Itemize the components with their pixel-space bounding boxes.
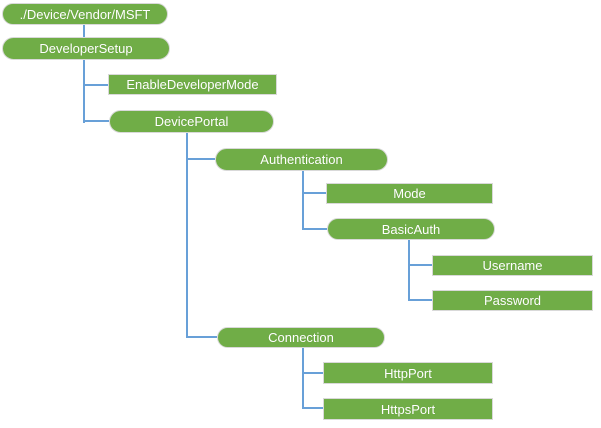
- tree-node-label: BasicAuth: [381, 221, 441, 237]
- tree-node-label: HttpsPort: [380, 401, 436, 417]
- connector-segment: [302, 192, 326, 194]
- tree-node-password: Password: [432, 290, 593, 311]
- tree-node-label: Username: [482, 258, 543, 273]
- connector-segment: [408, 240, 410, 301]
- tree-node-developersetup: DeveloperSetup: [2, 37, 170, 60]
- tree-node-label: Connection: [268, 330, 334, 345]
- tree-node-httpport: HttpPort: [323, 362, 493, 384]
- connector-segment: [186, 133, 188, 338]
- tree-node-authentication: Authentication: [215, 148, 388, 171]
- connector-segment: [186, 336, 217, 338]
- tree-node-label: Password: [483, 293, 542, 308]
- tree-node-msft: ./Device/Vendor/MSFT: [2, 3, 168, 25]
- tree-node-username: Username: [432, 255, 593, 276]
- connector-segment: [302, 228, 327, 230]
- connector-segment: [302, 171, 304, 230]
- tree-node-label: Mode: [393, 186, 426, 201]
- connector-segment: [83, 120, 109, 122]
- connector-segment: [83, 25, 85, 37]
- tree-node-deviceportal: DevicePortal: [109, 110, 274, 133]
- tree-node-label: Authentication: [260, 152, 343, 167]
- connector-segment: [408, 264, 432, 266]
- connector-segment: [83, 84, 108, 86]
- connector-segment: [302, 372, 323, 374]
- tree-node-label: HttpPort: [384, 365, 432, 381]
- connector-segment: [302, 407, 323, 409]
- connector-segment: [408, 299, 432, 301]
- connector-segment: [186, 158, 215, 160]
- connector-segment: [83, 60, 85, 123]
- tree-node-enabledevelopermode: EnableDeveloperMode: [108, 74, 277, 95]
- connector-segment: [302, 348, 304, 409]
- tree-node-label: EnableDeveloperMode: [126, 77, 259, 92]
- tree-node-basicauth: BasicAuth: [327, 218, 495, 240]
- tree-node-label: DevicePortal: [154, 114, 229, 129]
- tree-node-mode: Mode: [326, 183, 493, 204]
- tree-node-label: ./Device/Vendor/MSFT: [19, 6, 151, 22]
- tree-node-connection: Connection: [217, 327, 385, 348]
- tree-node-httpsport: HttpsPort: [323, 398, 493, 420]
- tree-node-label: DeveloperSetup: [39, 41, 133, 56]
